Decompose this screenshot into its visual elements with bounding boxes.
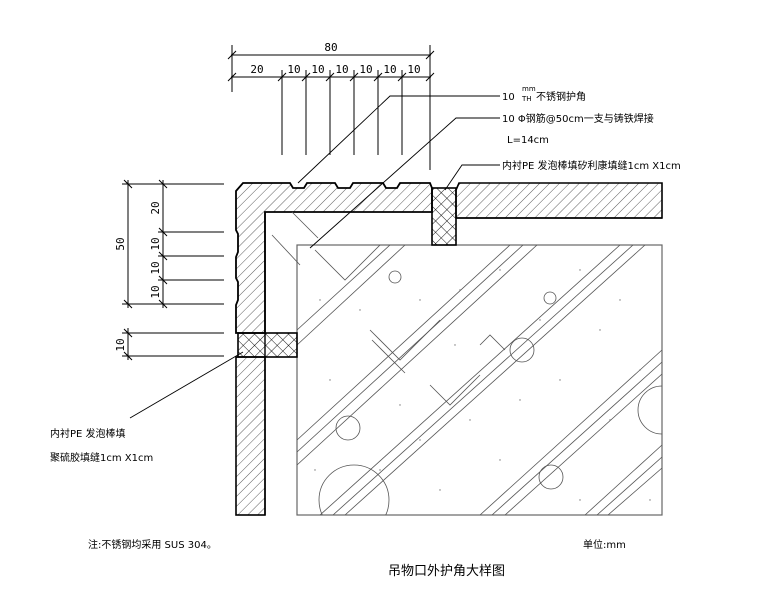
callout-anchor-line1: 10 Φ钢筋@50cm一支与铸铁焊接: [502, 112, 654, 125]
dim-top-seg-2: 10: [287, 63, 300, 76]
dim-top-seg-5: 10: [359, 63, 372, 76]
dim-left-seg-1: 20: [149, 201, 162, 214]
callout-side-line2: 聚硫胶填缝1cm X1cm: [50, 451, 153, 464]
leader-lines: [129, 95, 500, 419]
footnote: 注:不锈钢均采用 SUS 304。: [88, 538, 217, 551]
callout-unit-sup: mm: [522, 85, 536, 93]
callout-top-filler: 内衬PE 发泡棒填矽利康填缝1cm X1cm: [502, 159, 681, 172]
aggregate-circle: [335, 415, 361, 441]
dim-top-seg-4: 10: [335, 63, 348, 76]
dim-top-seg-3: 10: [311, 63, 324, 76]
callout-side-line1: 内衬PE 发泡棒填: [50, 427, 126, 440]
callout-thickness: 10: [502, 92, 515, 103]
concrete-slab: [296, 244, 663, 516]
dim-left-seg-2: 10: [149, 237, 162, 250]
aggregate-circle: [538, 464, 564, 490]
dim-top-total: 80: [324, 41, 337, 54]
top-joint-filler: [431, 187, 457, 246]
aggregate-circle: [637, 385, 662, 435]
callout-unit-sub: TH: [521, 95, 532, 103]
dim-left-seg-3: 10: [149, 261, 162, 274]
diagonal-rebar-lines: [297, 245, 662, 515]
callout-anchor-bar: 10 Φ钢筋@50cm一支与铸铁焊接 L=14cm: [502, 112, 654, 146]
steel-top-strip: [455, 182, 663, 219]
dim-left-seg-4: 10: [149, 285, 162, 298]
aggregate-circle: [388, 270, 402, 284]
callout-steel-label: 不锈钢护角: [536, 90, 586, 103]
dim-top-seg-1: 20: [250, 63, 263, 76]
dim-left-joint: 10: [114, 338, 127, 351]
callout-anchor-line2: L=14cm: [507, 135, 549, 146]
side-joint-filler: [237, 332, 298, 358]
top-dimension-chain: [227, 45, 435, 170]
aggregate-circle: [543, 291, 557, 305]
left-dimension-chain: [122, 179, 224, 361]
callout-steel-corner: 10 mm TH 不锈钢护角: [502, 85, 586, 103]
steel-side-strip: [235, 356, 266, 516]
dim-top-seg-6: 10: [383, 63, 396, 76]
callout-side-filler: 内衬PE 发泡棒填 聚硫胶填缝1cm X1cm: [50, 427, 153, 464]
drawing-title: 吊物口外护角大样图: [388, 564, 505, 579]
aggregate-circle: [318, 464, 390, 515]
dim-left-total: 50: [114, 237, 127, 250]
unit-note: 单位:mm: [583, 538, 626, 551]
aggregate-circle: [509, 337, 535, 363]
inner-gap-outline: [264, 212, 662, 515]
stirrup-bends: [314, 245, 506, 406]
dim-top-seg-7: 10: [407, 63, 420, 76]
